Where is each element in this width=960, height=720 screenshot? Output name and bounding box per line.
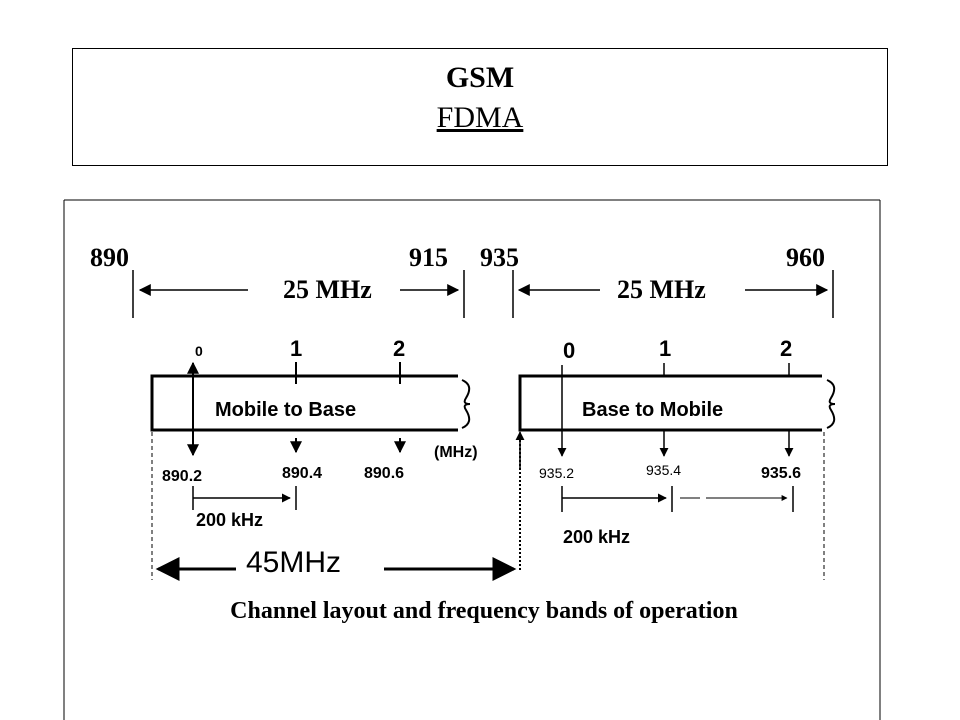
downlink-brace-icon: [826, 379, 836, 429]
uplink-freq-1: 890.4: [282, 465, 322, 482]
downlink-spacing-marker: [561, 486, 794, 512]
band-edge-ticks: [132, 270, 834, 318]
downlink-freq-1: 935.4: [646, 462, 681, 478]
downlink-band-box: [518, 374, 836, 432]
downlink-width-label: 25 MHz: [617, 275, 706, 304]
uplink-brace-icon: [461, 379, 471, 429]
uplink-channel-2: 2: [393, 336, 405, 361]
downlink-end-label: 960: [786, 243, 825, 272]
uplink-spacing-marker: [192, 486, 297, 510]
downlink-spacing-label: 200 kHz: [563, 527, 630, 547]
uplink-band-label: Mobile to Base: [215, 399, 356, 421]
uplink-band-box: [150, 374, 471, 432]
duplex-guide-lines: [151, 431, 825, 580]
uplink-start-label: 890: [90, 243, 129, 272]
downlink-band-label: Base to Mobile: [582, 399, 723, 421]
duplex-label: 45MHz: [246, 546, 341, 579]
downlink-channel-0: 0: [563, 338, 575, 363]
downlink-freq-0: 935.2: [539, 465, 574, 481]
downlink-start-label: 935: [480, 243, 519, 272]
downlink-channel-2: 2: [780, 336, 792, 361]
uplink-width-label: 25 MHz: [283, 275, 372, 304]
unit-label: (MHz): [434, 444, 478, 461]
uplink-spacing-label: 200 kHz: [196, 510, 263, 530]
downlink-freq-2: 935.6: [761, 465, 801, 482]
title-main: GSM: [445, 61, 515, 94]
uplink-end-label: 915: [409, 243, 448, 272]
downlink-channel-1: 1: [659, 336, 671, 361]
downlink-channel-arrows: [557, 363, 794, 457]
title-subtitle: FDMA: [436, 101, 524, 134]
uplink-channel-0: 0: [195, 343, 203, 359]
uplink-channel-arrows: [187, 361, 406, 457]
uplink-channel-1: 1: [290, 336, 302, 361]
uplink-freq-2: 890.6: [364, 465, 404, 482]
uplink-freq-0: 890.2: [162, 468, 202, 485]
diagram-caption: Channel layout and frequency bands of op…: [230, 598, 738, 624]
title-box: GSM FDMA: [72, 48, 888, 166]
content-frame: [63, 199, 881, 720]
